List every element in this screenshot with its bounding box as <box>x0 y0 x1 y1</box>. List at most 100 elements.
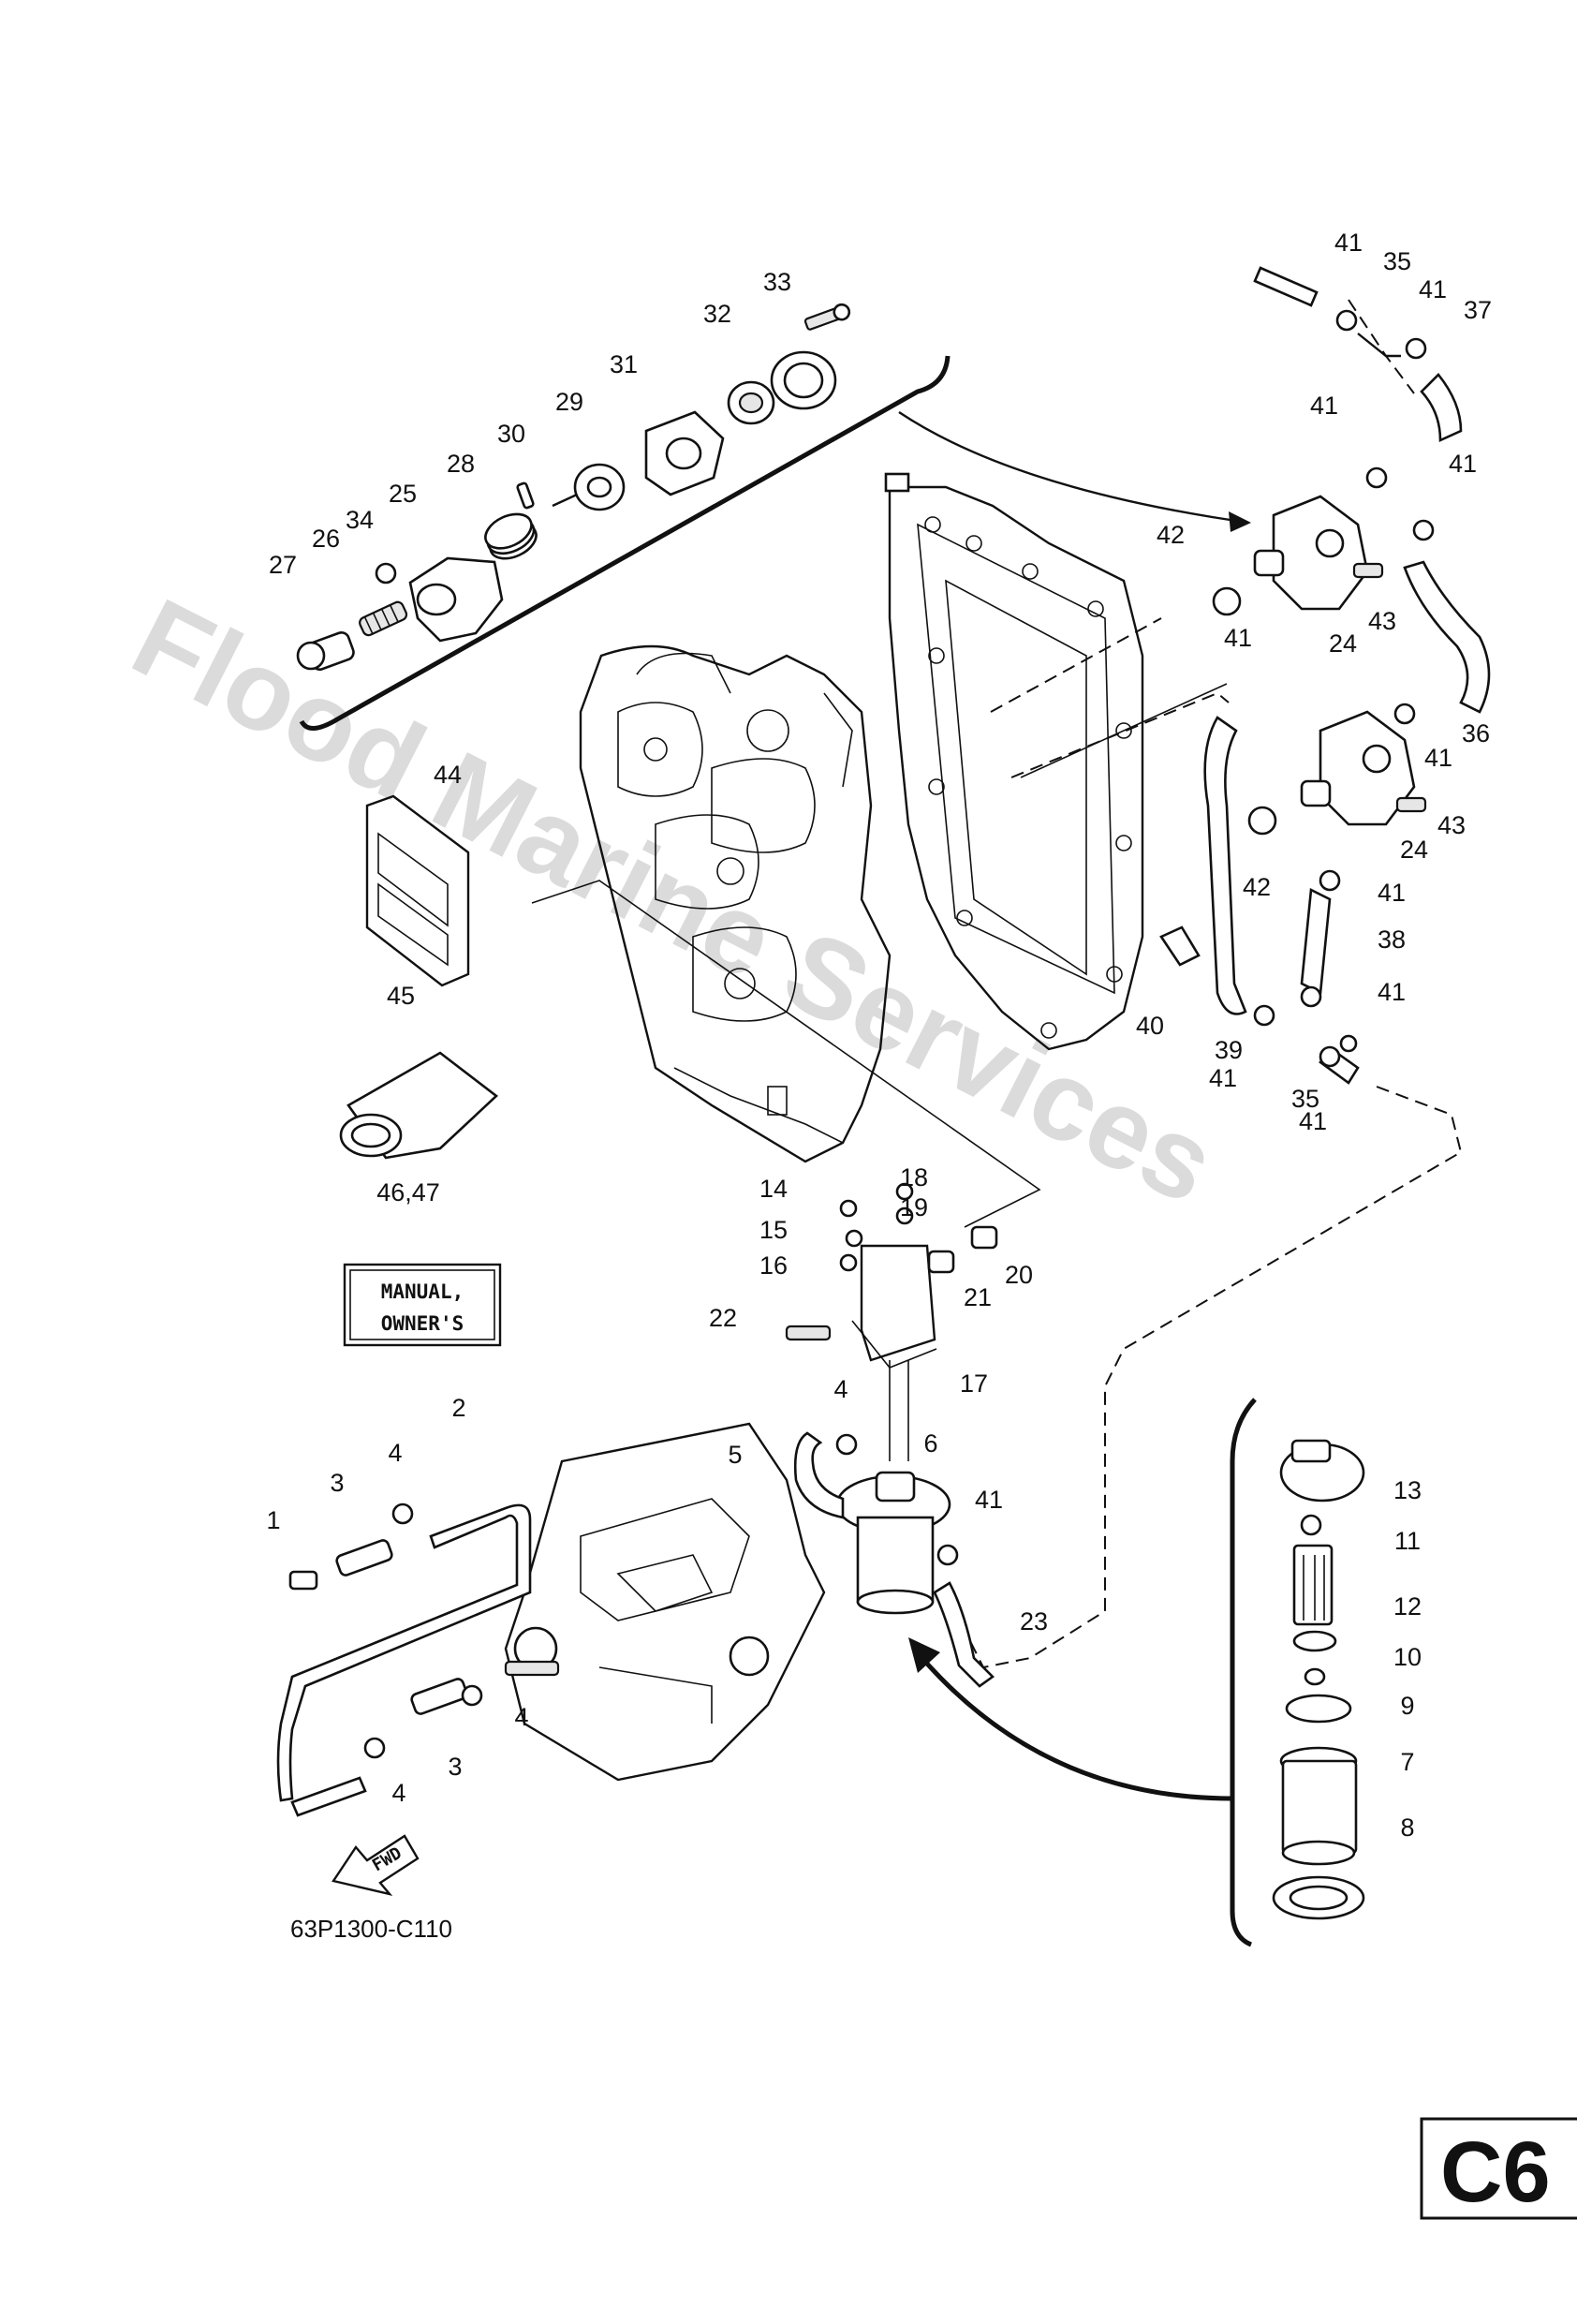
caution-decal <box>365 794 470 987</box>
thermostat-group-bracket <box>299 355 951 731</box>
callout-40: 40 <box>1136 1012 1164 1040</box>
callout-3: 3 <box>448 1753 462 1781</box>
callout-41: 41 <box>1209 1064 1237 1092</box>
callout-4: 4 <box>388 1439 402 1467</box>
callout-13: 13 <box>1393 1476 1422 1504</box>
callout-41: 41 <box>1334 229 1363 257</box>
callout-30: 30 <box>497 420 525 448</box>
callout-11: 11 <box>1394 1527 1421 1555</box>
callout-8: 8 <box>1400 1813 1414 1842</box>
filter-detail-bracket <box>1230 1398 1257 1947</box>
callout-41: 41 <box>1378 879 1406 907</box>
svg-text:MANUAL,: MANUAL, <box>381 1280 464 1303</box>
callout-23: 23 <box>1020 1607 1048 1636</box>
callout-41: 41 <box>1310 392 1338 420</box>
callout-42: 42 <box>1157 521 1185 549</box>
callout-19: 19 <box>900 1193 928 1221</box>
callout-32: 32 <box>703 300 731 328</box>
callout-4: 4 <box>833 1375 847 1403</box>
fwd-arrow: FWD <box>332 1834 420 1896</box>
callout-18: 18 <box>900 1163 928 1192</box>
callout-41: 41 <box>1424 744 1452 772</box>
fuel-pump-lower <box>1247 710 1427 836</box>
svg-text:C6: C6 <box>1440 2124 1551 2220</box>
callout-24: 24 <box>1400 836 1428 864</box>
callout-25: 25 <box>389 480 417 508</box>
callout-14: 14 <box>759 1175 788 1203</box>
callout-41: 41 <box>1378 978 1406 1006</box>
callout-12: 12 <box>1393 1592 1422 1621</box>
fuel-pump-upper <box>1212 495 1384 616</box>
crankcase-cover <box>884 472 1144 1051</box>
leader-panel-2 <box>1020 683 1228 778</box>
leader-dashed-1 <box>990 617 1162 713</box>
callout-10: 10 <box>1393 1643 1422 1671</box>
arrowhead-filter <box>908 1637 940 1673</box>
callout-4: 4 <box>391 1779 405 1807</box>
callout-5: 5 <box>728 1441 742 1469</box>
callout-3: 3 <box>330 1469 344 1497</box>
callout-43: 43 <box>1368 607 1396 635</box>
callout-7: 7 <box>1400 1748 1414 1776</box>
thermostat-parts <box>296 303 851 672</box>
fuel-line-lower-left <box>276 1502 532 1817</box>
collar-45 <box>339 1051 499 1160</box>
engine-block <box>579 644 892 1163</box>
callout-17: 17 <box>960 1369 988 1398</box>
svg-text:Flood Marine Services: Flood Marine Services <box>114 574 1234 1228</box>
callout-20: 20 <box>1005 1261 1033 1289</box>
callout-27: 27 <box>269 551 297 579</box>
leader-dashed-3 <box>964 1086 1463 1669</box>
owners-manual-box: MANUAL, OWNER'S <box>343 1263 502 1347</box>
callout-2: 2 <box>451 1394 465 1422</box>
callout-9: 9 <box>1400 1692 1414 1720</box>
leader-dashed-2 <box>1010 691 1230 778</box>
callout-38: 38 <box>1378 925 1406 954</box>
callout-35: 35 <box>1291 1085 1319 1113</box>
leader-panel <box>531 880 1041 1228</box>
callout-41: 41 <box>975 1486 1003 1514</box>
callout-44: 44 <box>434 761 462 789</box>
watermark: Flood Marine Services <box>114 574 1234 1228</box>
callout-34: 34 <box>346 506 374 534</box>
diagram-code: 63P1300-C110 <box>290 1915 452 1943</box>
callout-35: 35 <box>1383 247 1411 275</box>
callout-4: 4 <box>514 1703 528 1731</box>
callout-46-47: 46,47 <box>376 1178 440 1206</box>
callout-15: 15 <box>759 1216 788 1244</box>
bottom-cowling <box>504 1422 826 1782</box>
callout-41: 41 <box>1419 275 1447 303</box>
callout-1: 1 <box>266 1506 280 1534</box>
callout-24: 24 <box>1329 629 1357 658</box>
page-tab: C6 <box>1420 2117 1577 2220</box>
callout-42: 42 <box>1243 873 1271 901</box>
callout-43: 43 <box>1437 811 1466 839</box>
callout-33: 33 <box>763 268 791 296</box>
callout-26: 26 <box>312 525 340 553</box>
callout-29: 29 <box>555 388 583 416</box>
filter-bracket <box>785 1182 998 1461</box>
callout-41: 41 <box>1224 624 1252 652</box>
callout-39: 39 <box>1215 1036 1243 1064</box>
callout-21: 21 <box>964 1283 992 1311</box>
hoses-right <box>1159 266 1491 1085</box>
callout-36: 36 <box>1462 719 1490 748</box>
callout-31: 31 <box>610 350 638 378</box>
callout-28: 28 <box>447 450 475 478</box>
callout-41: 41 <box>1449 450 1477 478</box>
svg-text:OWNER'S: OWNER'S <box>381 1312 464 1335</box>
callout-16: 16 <box>759 1251 788 1280</box>
leader-dashed-4 <box>1348 299 1415 394</box>
flow-arrow-top <box>898 411 1237 523</box>
flow-arrow-filter <box>925 1662 1233 1801</box>
callout-22: 22 <box>709 1304 737 1332</box>
callout-37: 37 <box>1464 296 1492 324</box>
callout-45: 45 <box>387 982 415 1010</box>
arrowhead-top <box>1229 511 1251 532</box>
filter-exploded-parts <box>1272 1439 1365 1920</box>
callout-41: 41 <box>1299 1107 1327 1135</box>
callout-6: 6 <box>923 1429 937 1458</box>
fuel-filter <box>793 1431 995 1688</box>
